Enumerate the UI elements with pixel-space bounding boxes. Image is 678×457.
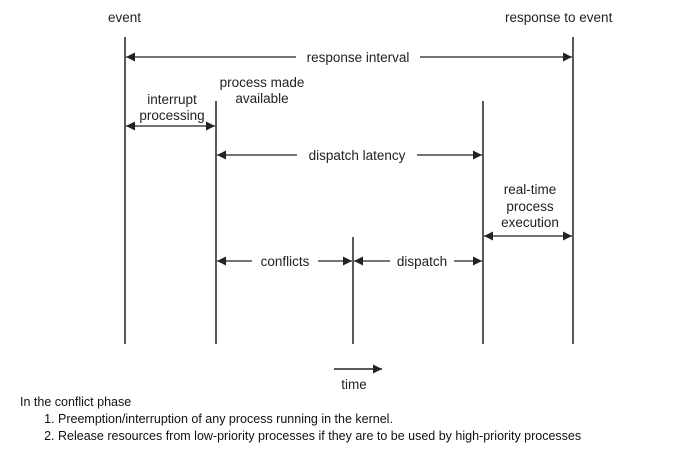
realtime-execution-label-2: process — [506, 199, 554, 214]
conflict-phase-notes: In the conflict phase Preemption/interru… — [20, 394, 581, 445]
interrupt-processing-label-2: processing — [139, 108, 204, 123]
realtime-execution-label-1: real-time — [504, 182, 557, 197]
response-to-event-label: response to event — [505, 10, 613, 25]
response-interval-label: response interval — [307, 50, 410, 65]
event-label: event — [108, 10, 141, 25]
dispatch-latency-label: dispatch latency — [309, 148, 406, 163]
dispatch-label: dispatch — [397, 254, 447, 269]
notes-item: Preemption/interruption of any process r… — [58, 411, 581, 428]
notes-item: Release resources from low-priority proc… — [58, 428, 581, 445]
process-made-available-label-1: process made — [220, 75, 305, 90]
latency-diagram: event response to event response interva… — [108, 10, 613, 392]
realtime-execution-label-3: execution — [501, 215, 559, 230]
notes-heading: In the conflict phase — [20, 395, 132, 409]
interrupt-processing-label-1: interrupt — [147, 92, 197, 107]
process-made-available-label-2: available — [235, 91, 288, 106]
conflicts-label: conflicts — [261, 254, 310, 269]
time-label: time — [341, 377, 367, 392]
notes-list: Preemption/interruption of any process r… — [20, 411, 581, 445]
